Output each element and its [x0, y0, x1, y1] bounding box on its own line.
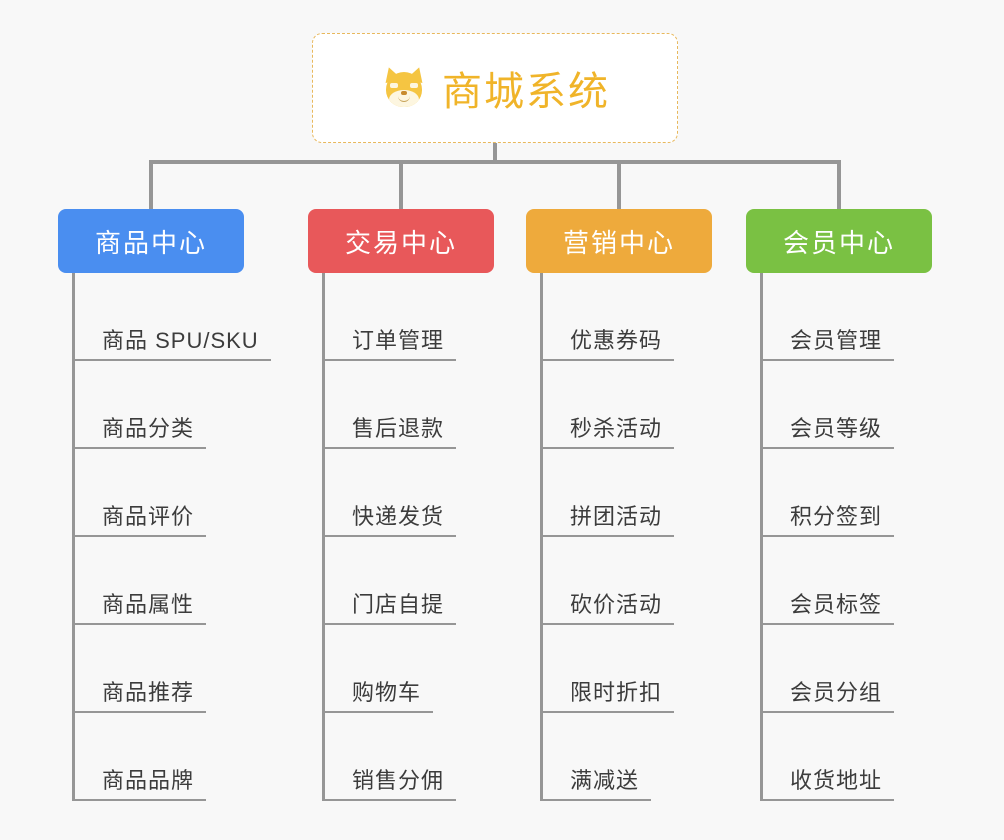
- root-title: 商城系统: [442, 70, 610, 114]
- leaf-label: 商品评价: [75, 504, 207, 537]
- list-item[interactable]: 快递发货: [325, 449, 494, 537]
- category-header-marketing[interactable]: 营销中心: [526, 209, 712, 273]
- connector-drop-2: [399, 160, 403, 209]
- list-item[interactable]: 会员标签: [763, 537, 932, 625]
- leaf-label: 门店自提: [325, 592, 457, 625]
- list-item[interactable]: 商品评价: [75, 449, 271, 537]
- list-item[interactable]: 积分签到: [763, 449, 932, 537]
- branch-column-trade: 交易中心 订单管理 售后退款 快递发货 门店自提 购物车 销售分佣: [308, 209, 494, 801]
- leaf-label: 限时折扣: [543, 680, 675, 713]
- list-item[interactable]: 满减送: [543, 713, 712, 801]
- leaf-list-trade: 订单管理 售后退款 快递发货 门店自提 购物车 销售分佣: [322, 273, 494, 801]
- category-label: 商品中心: [94, 227, 207, 258]
- category-header-member[interactable]: 会员中心: [746, 209, 932, 273]
- branch-column-product: 商品中心 商品 SPU/SKU 商品分类 商品评价 商品属性 商品推荐 商品品牌: [58, 209, 271, 801]
- leaf-label: 积分签到: [763, 504, 895, 537]
- leaf-label: 销售分佣: [325, 768, 457, 801]
- leaf-label: 满减送: [543, 768, 652, 801]
- list-item[interactable]: 收货地址: [763, 713, 932, 801]
- category-header-product[interactable]: 商品中心: [58, 209, 244, 273]
- connector-drop-4: [837, 160, 841, 209]
- category-label: 营销中心: [562, 227, 675, 258]
- category-label: 交易中心: [344, 227, 457, 258]
- leaf-label: 会员等级: [763, 416, 895, 449]
- branch-column-member: 会员中心 会员管理 会员等级 积分签到 会员标签 会员分组 收货地址: [746, 209, 932, 801]
- list-item[interactable]: 购物车: [325, 625, 494, 713]
- connector-horizontal-bar: [149, 160, 841, 164]
- leaf-label: 砍价活动: [543, 592, 675, 625]
- leaf-label: 会员分组: [763, 680, 895, 713]
- leaf-label: 拼团活动: [543, 504, 675, 537]
- leaf-label: 售后退款: [325, 416, 457, 449]
- list-item[interactable]: 商品 SPU/SKU: [75, 273, 271, 361]
- list-item[interactable]: 会员等级: [763, 361, 932, 449]
- leaf-label: 商品分类: [75, 416, 207, 449]
- list-item[interactable]: 门店自提: [325, 537, 494, 625]
- list-item[interactable]: 砍价活动: [543, 537, 712, 625]
- list-item[interactable]: 拼团活动: [543, 449, 712, 537]
- connector-drop-1: [149, 160, 153, 209]
- root-node[interactable]: 商城系统: [312, 33, 678, 143]
- leaf-label: 快递发货: [325, 504, 457, 537]
- leaf-list-product: 商品 SPU/SKU 商品分类 商品评价 商品属性 商品推荐 商品品牌: [72, 273, 271, 801]
- connector-root-stem: [493, 143, 497, 164]
- list-item[interactable]: 限时折扣: [543, 625, 712, 713]
- shiba-dog-face-icon: [380, 64, 428, 112]
- category-header-trade[interactable]: 交易中心: [308, 209, 494, 273]
- list-item[interactable]: 会员分组: [763, 625, 932, 713]
- leaf-label: 订单管理: [325, 328, 457, 361]
- leaf-label: 商品推荐: [75, 680, 207, 713]
- list-item[interactable]: 商品属性: [75, 537, 271, 625]
- leaf-label: 会员管理: [763, 328, 895, 361]
- list-item[interactable]: 会员管理: [763, 273, 932, 361]
- leaf-label: 商品属性: [75, 592, 207, 625]
- list-item[interactable]: 售后退款: [325, 361, 494, 449]
- leaf-label: 收货地址: [763, 768, 895, 801]
- leaf-label: 商品 SPU/SKU: [75, 328, 271, 361]
- list-item[interactable]: 商品品牌: [75, 713, 271, 801]
- list-item[interactable]: 商品分类: [75, 361, 271, 449]
- leaf-label: 优惠券码: [543, 328, 675, 361]
- leaf-list-marketing: 优惠券码 秒杀活动 拼团活动 砍价活动 限时折扣 满减送: [540, 273, 712, 801]
- list-item[interactable]: 秒杀活动: [543, 361, 712, 449]
- branch-column-marketing: 营销中心 优惠券码 秒杀活动 拼团活动 砍价活动 限时折扣 满减送: [526, 209, 712, 801]
- list-item[interactable]: 商品推荐: [75, 625, 271, 713]
- category-label: 会员中心: [782, 227, 895, 258]
- leaf-label: 购物车: [325, 680, 434, 713]
- connector-drop-3: [617, 160, 621, 209]
- leaf-label: 商品品牌: [75, 768, 207, 801]
- list-item[interactable]: 销售分佣: [325, 713, 494, 801]
- leaf-label: 秒杀活动: [543, 416, 675, 449]
- list-item[interactable]: 优惠券码: [543, 273, 712, 361]
- leaf-label: 会员标签: [763, 592, 895, 625]
- list-item[interactable]: 订单管理: [325, 273, 494, 361]
- leaf-list-member: 会员管理 会员等级 积分签到 会员标签 会员分组 收货地址: [760, 273, 932, 801]
